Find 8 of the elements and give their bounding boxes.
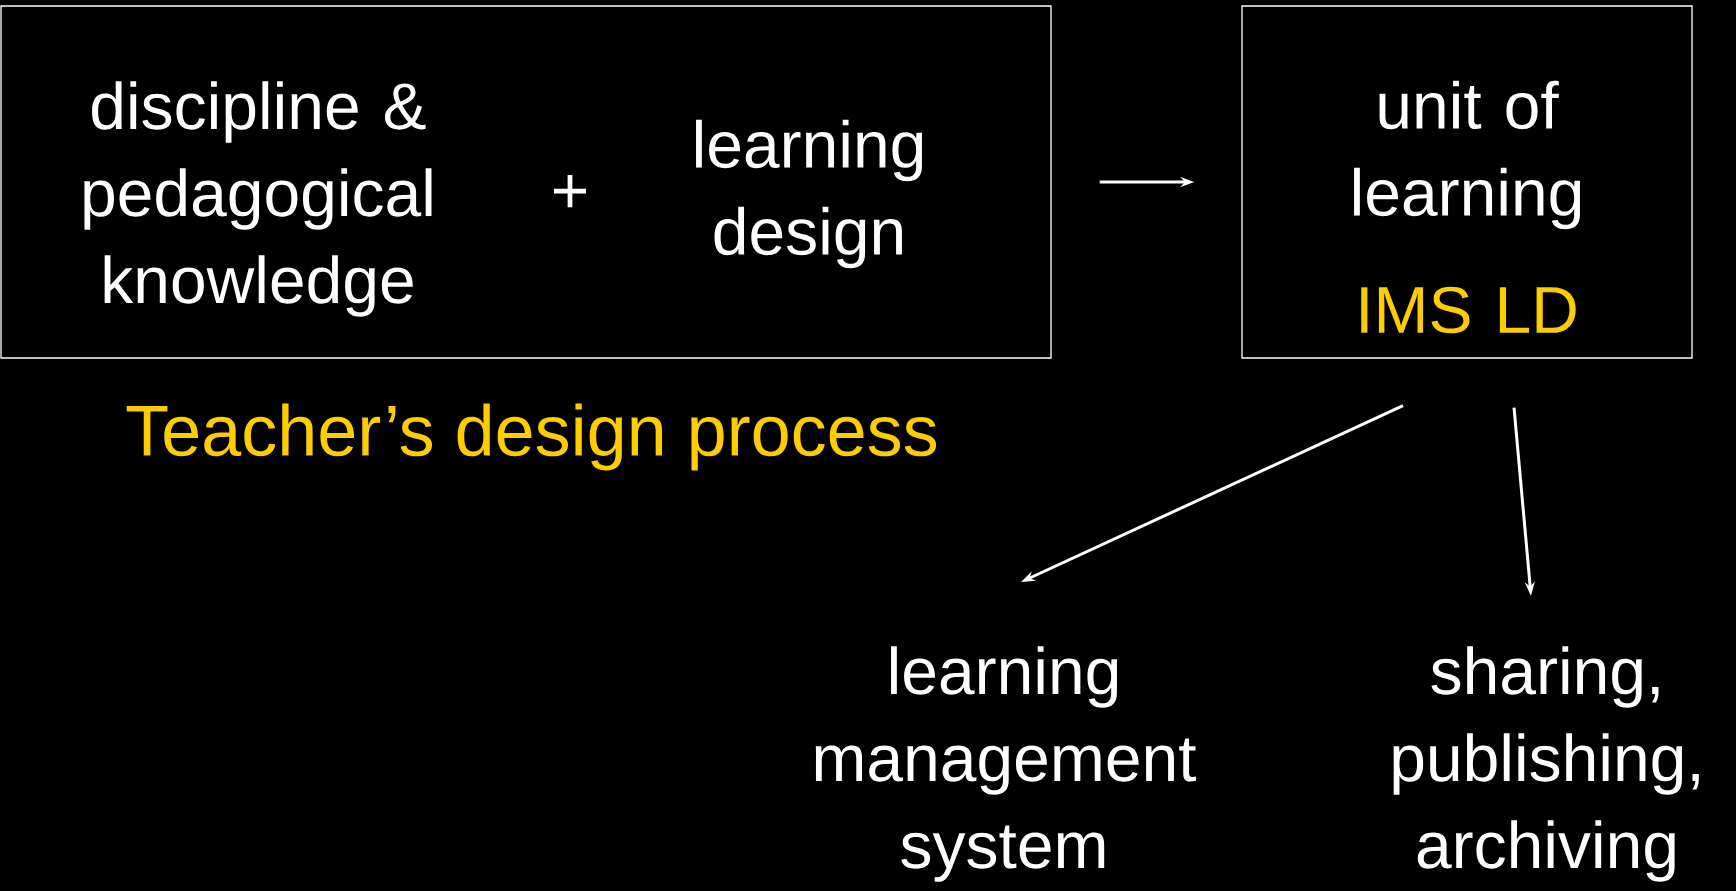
box-text: learning design [696,119,923,269]
plus-sign: + [553,174,586,208]
outcome-text: learning management system [815,646,1197,882]
box-text: discipline & pedagogical knowledge [84,81,432,317]
box-text: unit of learning [1354,80,1581,230]
outcome-text: sharing, publishing, archiving [1393,646,1699,882]
heading: Teacher’s design process [126,403,937,471]
box-text: IMS LD [1361,286,1576,334]
